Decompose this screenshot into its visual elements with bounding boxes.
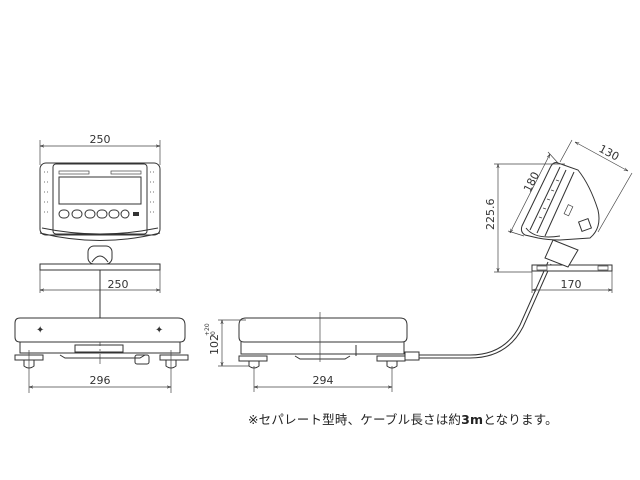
indicator-stand-neck <box>87 245 113 265</box>
dimension-platform-height: 102 +20 0 <box>204 319 249 367</box>
stand-base <box>39 263 161 271</box>
dim-label-base-width: 170 <box>561 278 582 291</box>
platform-side <box>238 312 420 369</box>
key-row <box>58 209 139 219</box>
tolerance-lower: 0 <box>210 331 217 335</box>
lcd-display <box>58 176 142 205</box>
dim-label-display-width: 250 <box>90 133 111 146</box>
note-suffix: となります。 <box>483 412 558 427</box>
dim-label-platform-height: 102 <box>208 334 221 355</box>
note-prefix: ※セパレート型時、ケーブル長さは約 <box>248 412 462 427</box>
cable-length-note: ※セパレート型時、ケーブル長さは約3mとなります。 <box>248 409 558 428</box>
dimension-platform-depth: 294 <box>253 366 393 392</box>
side-view: 102 +20 0 294 <box>204 261 552 392</box>
front-view: 250 <box>14 133 189 393</box>
dim-label-platform-width: 296 <box>90 374 111 387</box>
dimension-stand-base-width: 250 <box>39 270 161 293</box>
dim-label-platform-depth: 294 <box>313 374 334 387</box>
dim-label-stand-base-width: 250 <box>108 278 129 291</box>
dimension-display-width: 250 <box>39 133 161 165</box>
dimension-platform-width: 296 <box>28 350 172 393</box>
note-cable-length: 3m <box>461 412 484 427</box>
platform-front: ✦ ✦ <box>14 317 189 369</box>
tolerance-upper: +20 <box>204 323 211 336</box>
svg-text:✦: ✦ <box>36 325 44 336</box>
indicator-side-view: 225.6 180 130 170 <box>484 139 633 293</box>
indicator-front <box>39 162 161 241</box>
cable <box>419 261 552 359</box>
svg-text:✦: ✦ <box>155 325 163 336</box>
dimension-base-width: 170 <box>531 271 613 293</box>
dim-label-overall-height: 225.6 <box>484 199 497 231</box>
indicator-base-side <box>531 264 613 272</box>
